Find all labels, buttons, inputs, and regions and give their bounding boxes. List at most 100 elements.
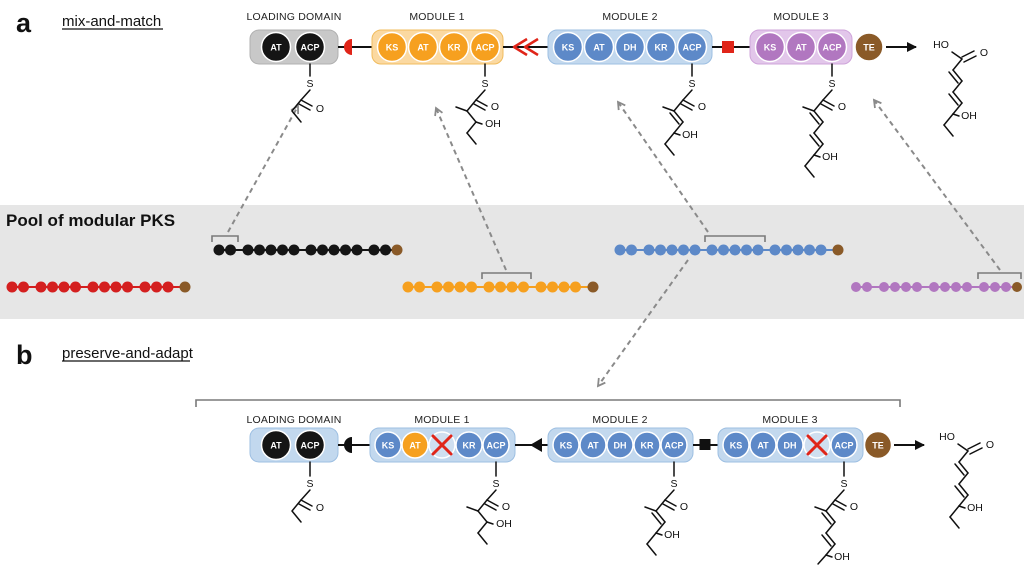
domain-dh-label: DH <box>624 43 637 53</box>
domain-at-label: AT <box>587 441 599 451</box>
module-2-label: MODULE 2 <box>592 414 647 426</box>
acyl-chain-module-1: S O OH <box>455 63 501 145</box>
panel-a-title: mix-and-match <box>62 13 161 30</box>
domain-kr <box>633 431 661 459</box>
sulfur-label: S <box>840 478 847 490</box>
domain-at <box>579 431 607 459</box>
domain-acp <box>660 431 688 459</box>
sulfur-label: S <box>828 78 835 90</box>
domain-acp <box>482 431 510 459</box>
domain-ks <box>552 431 580 459</box>
domain-ks-label: KS <box>764 43 777 53</box>
domain-dh-label: DH <box>614 441 627 451</box>
domain-ks-label: KS <box>382 441 395 451</box>
hydroxyl-label: OH <box>496 518 512 530</box>
hydroxyl-label: OH <box>664 529 680 541</box>
sulfur-label: S <box>306 78 313 90</box>
loading-domain-label: LOADING DOMAIN <box>247 11 342 23</box>
domain-at <box>260 429 292 461</box>
panel-b-module-1: MODULE 1 KS AT KR ACP <box>369 414 516 463</box>
panel-a-module-3: MODULE 3 KS AT ACP <box>749 11 853 65</box>
domain-te-label: TE <box>872 441 884 451</box>
domain-dh-label: DH <box>784 441 797 451</box>
arrow-black-to-loading-icon <box>227 104 299 233</box>
panel-a-module-2: MODULE 2 KS AT DH KR ACP <box>547 11 713 65</box>
domain-at <box>260 31 292 63</box>
acyl-chain-module-2-b: S O OH <box>644 461 688 556</box>
domain-acp-label: ACP <box>834 441 853 451</box>
domain-te <box>854 32 884 62</box>
pool-background <box>0 205 1024 319</box>
domain-ks <box>552 31 584 63</box>
domain-ks <box>376 31 408 63</box>
domain-acp <box>830 431 858 459</box>
acyl-chain-module-1-b: S O OH <box>466 461 512 545</box>
domain-at <box>749 431 777 459</box>
domain-ks-label: KS <box>386 43 399 53</box>
domain-at <box>407 31 439 63</box>
domain-acp-label: ACP <box>486 441 505 451</box>
domain-acp-label: ACP <box>664 441 683 451</box>
domain-ks-label: KS <box>562 43 575 53</box>
hydroxyl-label: HO <box>939 431 955 443</box>
panel-a-letter: a <box>16 8 32 38</box>
domain-acp-label: ACP <box>300 43 319 53</box>
panel-b-letter: b <box>16 340 33 370</box>
domain-kr-label: KR <box>448 43 461 53</box>
hydroxyl-label: OH <box>967 502 983 514</box>
sulfur-label: S <box>306 478 313 490</box>
pks-chain-blue <box>614 235 844 256</box>
sulfur-label: S <box>481 78 488 90</box>
domain-kr-label: KR <box>463 441 476 451</box>
oxygen-label: O <box>698 101 706 113</box>
panel-b-title: preserve-and-adapt <box>62 345 194 362</box>
pool-title: Pool of modular PKS <box>6 211 175 230</box>
orange-chain-bracket <box>481 272 532 279</box>
panel-b-module-3: MODULE 3 KS AT DH ACP <box>717 414 864 463</box>
red-x-icon <box>806 434 828 456</box>
oxygen-label: O <box>491 101 499 113</box>
hydroxyl-label: HO <box>933 39 949 51</box>
domain-acp <box>469 31 501 63</box>
pool-band: Pool of modular PKS <box>0 205 1024 319</box>
domain-acp <box>816 31 848 63</box>
panel-a: a mix-and-match LOADING DOMAIN AT ACP MO… <box>16 8 988 178</box>
docking-square-icon <box>699 439 711 450</box>
domain-acp-label: ACP <box>682 43 701 53</box>
arrow-blue-to-panel-b-icon <box>596 259 689 388</box>
panel-b: b preserve-and-adapt LOADING DOMAIN AT A… <box>16 340 994 565</box>
domain-kr-label: KR <box>641 441 654 451</box>
module-3-label: MODULE 3 <box>762 414 817 426</box>
product-structure-a: HO O OH <box>933 39 988 137</box>
docking-semicircle-icon <box>344 39 352 55</box>
panel-a-loading-domain: LOADING DOMAIN AT ACP <box>247 11 342 65</box>
panel-b-loading-domain: LOADING DOMAIN AT ACP <box>247 414 341 463</box>
module-1-label: MODULE 1 <box>409 11 464 23</box>
domain-ks-label: KS <box>730 441 743 451</box>
red-x-icon <box>431 434 453 456</box>
docking-chevron-icon <box>512 37 528 57</box>
purple-chain-bracket <box>977 272 1022 279</box>
domain-dh <box>614 31 646 63</box>
domain-at <box>583 31 615 63</box>
sulfur-label: S <box>688 78 695 90</box>
docking-semicircle-icon <box>344 437 352 453</box>
hydroxyl-label: OH <box>682 129 698 141</box>
acyl-chain-module-3: S O OH <box>802 63 846 178</box>
domain-acp-label: ACP <box>822 43 841 53</box>
oxygen-label: O <box>838 101 846 113</box>
arrow-orange-to-module1-icon <box>434 106 507 271</box>
domain-ks <box>374 431 402 459</box>
oxygen-label: O <box>502 501 510 513</box>
domain-kr <box>645 31 677 63</box>
hydroxyl-label: OH <box>961 110 977 122</box>
domain-at-label: AT <box>409 441 421 451</box>
oxygen-label: O <box>316 502 324 514</box>
sulfur-label: S <box>670 478 677 490</box>
oxygen-label: O <box>316 103 324 115</box>
docking-arrow-icon <box>530 438 542 452</box>
domain-acp <box>676 31 708 63</box>
pks-chain-black <box>211 235 403 256</box>
pks-chain-purple <box>851 272 1022 292</box>
